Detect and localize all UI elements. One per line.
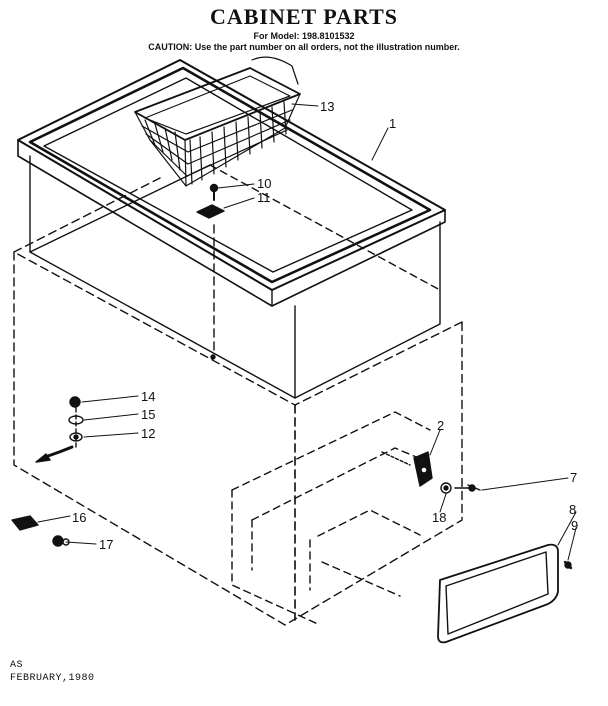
- outer-cabinet: [13, 177, 463, 626]
- callout-10: 10: [257, 176, 271, 191]
- lid-frame: [17, 59, 446, 307]
- leader-lines: [37, 103, 577, 561]
- callout-7: 7: [570, 470, 577, 485]
- callout-13: 13: [320, 99, 334, 114]
- model-number: For Model: 198.8101532: [253, 31, 355, 41]
- drain-assembly: [35, 396, 84, 463]
- callout-labels: 13 1 10 11 14 15 12 2 7 18 8 9 16 17: [72, 99, 578, 552]
- wire-basket: [134, 56, 301, 187]
- cabinet-liner: [29, 155, 441, 399]
- callout-12: 12: [141, 426, 155, 441]
- footer-date: FEBRUARY,1980: [10, 673, 95, 684]
- page-title: CABINET PARTS: [209, 4, 399, 29]
- callout-1: 1: [389, 116, 396, 131]
- callout-17: 17: [99, 537, 113, 552]
- access-panel: [437, 543, 573, 644]
- caution-note: CAUTION: Use the part number on all orde…: [148, 42, 460, 52]
- compressor-step: [231, 411, 431, 626]
- callout-16: 16: [72, 510, 86, 525]
- screw-and-clip: [196, 183, 225, 360]
- callout-8: 8: [569, 502, 576, 517]
- callout-11: 11: [257, 190, 271, 205]
- callout-18: 18: [432, 510, 446, 525]
- callout-2: 2: [437, 418, 444, 433]
- hinge-assembly: [381, 451, 481, 494]
- callout-15: 15: [141, 407, 155, 422]
- callout-9: 9: [571, 518, 578, 533]
- callout-14: 14: [141, 389, 155, 404]
- footer-code: AS: [10, 660, 24, 671]
- drain-plug: [11, 515, 70, 547]
